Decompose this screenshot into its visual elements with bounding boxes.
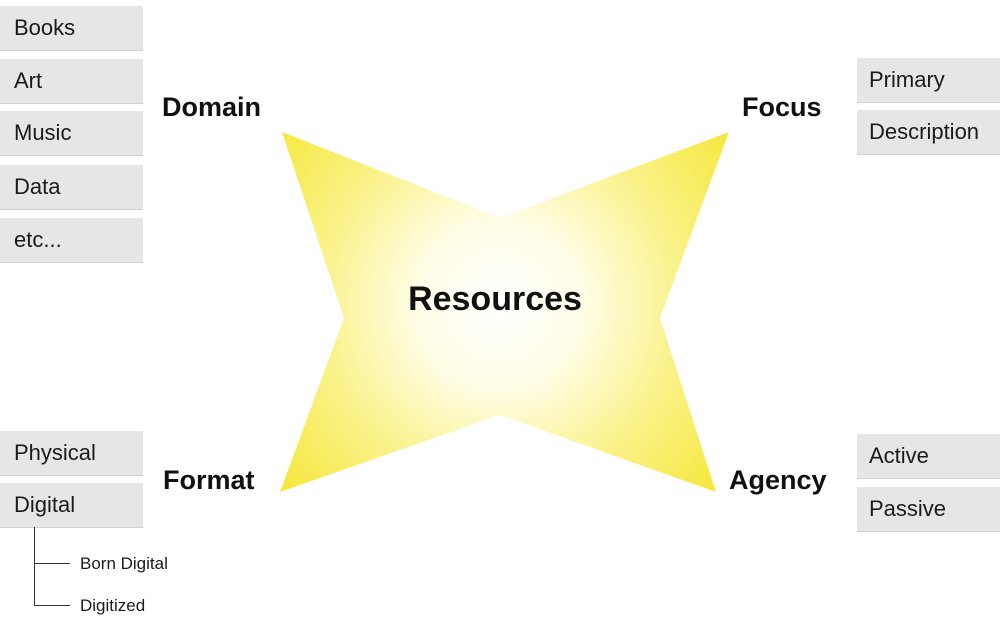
focus-item-description: Description [857, 110, 1000, 154]
domain-title: Domain [162, 92, 262, 122]
digital-child-born-digital: Born Digital [80, 554, 168, 573]
domain-item-books: Books [0, 6, 143, 50]
domain-item-data: Data [0, 165, 143, 209]
domain-item-etc: etc... [0, 218, 143, 262]
agency-item-passive: Passive [857, 487, 1000, 531]
domain-item-art: Art [0, 59, 143, 103]
format-item-physical: Physical [0, 431, 143, 475]
subtree-vertical-line [34, 527, 35, 605]
center-label-resources: Resources [408, 280, 582, 318]
domain-item-music: Music [0, 111, 143, 155]
star-polygon [280, 132, 729, 492]
focus-item-primary: Primary [857, 58, 1000, 102]
format-title: Format [163, 465, 255, 495]
digital-child-digitized: Digitized [80, 596, 146, 615]
format-item-digital: Digital [0, 483, 143, 527]
agency-title: Agency [729, 465, 827, 495]
subtree-branch-digitized [34, 605, 70, 606]
subtree-branch-born-digital [34, 563, 70, 564]
agency-item-active: Active [857, 434, 1000, 478]
focus-title: Focus [742, 92, 822, 122]
